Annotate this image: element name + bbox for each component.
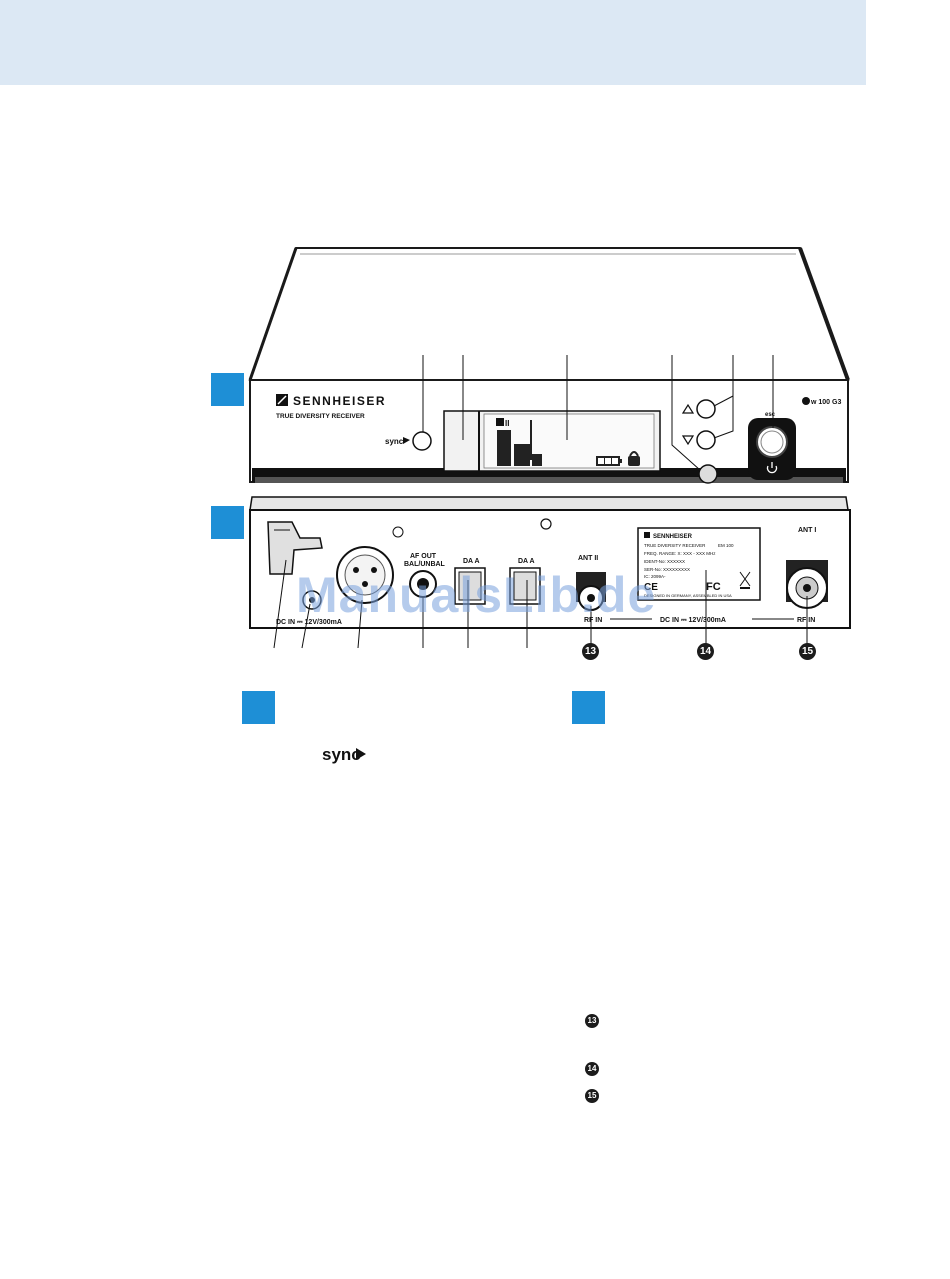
- callout-15: 15: [799, 643, 816, 660]
- svg-text:II: II: [505, 419, 509, 428]
- svg-text:SER-No: XXXXXXXXX: SER-No: XXXXXXXXX: [644, 567, 690, 572]
- header-band: [0, 0, 866, 85]
- svg-text:AF OUT: AF OUT: [410, 553, 437, 560]
- receiver-illustration: SENNHEISER TRUE DIVERSITY RECEIVER sync …: [248, 247, 851, 649]
- svg-text:DC IN ⎓ 12V/300mA: DC IN ⎓ 12V/300mA: [660, 617, 726, 624]
- legend-item-14: 14: [585, 1062, 599, 1076]
- svg-text:CE: CE: [644, 582, 658, 593]
- sennheiser-logo: SENNHEISER: [276, 394, 386, 408]
- svg-text:esc: esc: [765, 412, 776, 418]
- callout-13: 13: [582, 643, 599, 660]
- svg-text:DC IN ⎓ 12V/300mA: DC IN ⎓ 12V/300mA: [276, 619, 342, 626]
- svg-text:RF IN: RF IN: [797, 617, 815, 624]
- svg-text:DA A: DA A: [463, 558, 480, 565]
- svg-text:TRUE DIVERSITY RECEIVER: TRUE DIVERSITY RECEIVER: [644, 543, 706, 548]
- section-marker-rear: [211, 506, 244, 539]
- svg-text:FC: FC: [706, 581, 721, 593]
- callout-14: 14: [697, 643, 714, 660]
- svg-text:IDENT-No: XXXXXX: IDENT-No: XXXXXX: [644, 559, 685, 564]
- type-plate: [637, 527, 761, 601]
- sync-logo: sync: [322, 740, 370, 773]
- sync-label: sync: [385, 437, 404, 446]
- svg-text:ANT II: ANT II: [578, 555, 598, 562]
- svg-text:RF IN: RF IN: [584, 617, 602, 624]
- svg-text:DA A: DA A: [518, 558, 535, 565]
- svg-text:IC: 2099A-: IC: 2099A-: [644, 574, 666, 579]
- section-marker-left-column: [242, 691, 275, 724]
- watermark: ManualsLib.de: [296, 567, 657, 623]
- down-button: [696, 430, 716, 450]
- model-badge: w 100 G3: [810, 399, 841, 406]
- section-marker-front: [211, 373, 244, 406]
- legend-item-15: 15: [585, 1089, 599, 1103]
- svg-text:DESIGNED IN GERMANY, ASSEMBLED: DESIGNED IN GERMANY, ASSEMBLED IN USA: [644, 593, 732, 598]
- front-subtitle: TRUE DIVERSITY RECEIVER: [276, 413, 365, 420]
- front-brand: SENNHEISER: [293, 394, 386, 408]
- svg-text:FREQ. RANGE: X: XXX - XXX: FREQ. RANGE: X: XXX - XXX MHz: [644, 551, 716, 556]
- svg-text:sync: sync: [322, 745, 361, 764]
- svg-text:SENNHEISER: SENNHEISER: [653, 534, 693, 540]
- legend-item-13: 13: [585, 1014, 599, 1028]
- svg-text:EM 100: EM 100: [718, 543, 734, 548]
- infrared-window: [698, 464, 718, 484]
- svg-text:ANT I: ANT I: [798, 527, 816, 534]
- up-button: [696, 399, 716, 419]
- sync-button: [412, 431, 432, 451]
- svg-text:BAL/UNBAL: BAL/UNBAL: [404, 561, 446, 568]
- section-marker-right-column: [572, 691, 605, 724]
